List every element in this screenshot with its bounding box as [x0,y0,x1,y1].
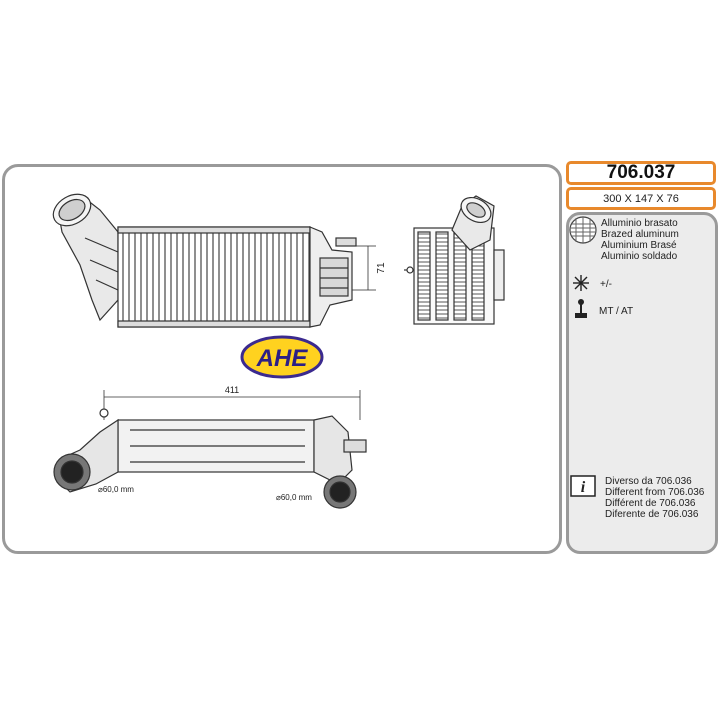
material-line: Aluminium Brasé [601,240,677,251]
right-pipe-diameter-label: ⌀60,0 mm [276,493,312,502]
height-dimension-label: 71 [376,262,387,274]
material-line: Brazed aluminum [601,229,679,240]
product-code: 706.037 [566,161,716,185]
note-description: Diverso da 706.036 Different from 706.03… [605,476,704,520]
note-line: Diferente de 706.036 [605,509,699,520]
product-dimensions: 300 X 147 X 76 [566,187,716,210]
material-line: Alluminio brasato [601,218,678,229]
transmission-text: MT / AT [599,306,634,317]
material-description: Alluminio brasato Brazed aluminum Alumin… [601,218,679,262]
note-line: Différent de 706.036 [605,498,696,509]
info-panel [566,212,718,554]
top-view [53,390,367,509]
side-view [404,195,505,325]
logo-text: AHE [256,345,309,372]
left-pipe-diameter-label: ⌀60,0 mm [98,485,134,494]
ahe-logo: AHE [240,335,324,379]
climate-text: +/- [600,279,612,290]
note-line: Diverso da 706.036 [605,476,692,487]
material-line: Aluminio soldado [601,251,678,262]
length-dimension-label: 411 [225,385,239,395]
front-view [52,193,376,328]
note-line: Different from 706.036 [605,487,705,498]
